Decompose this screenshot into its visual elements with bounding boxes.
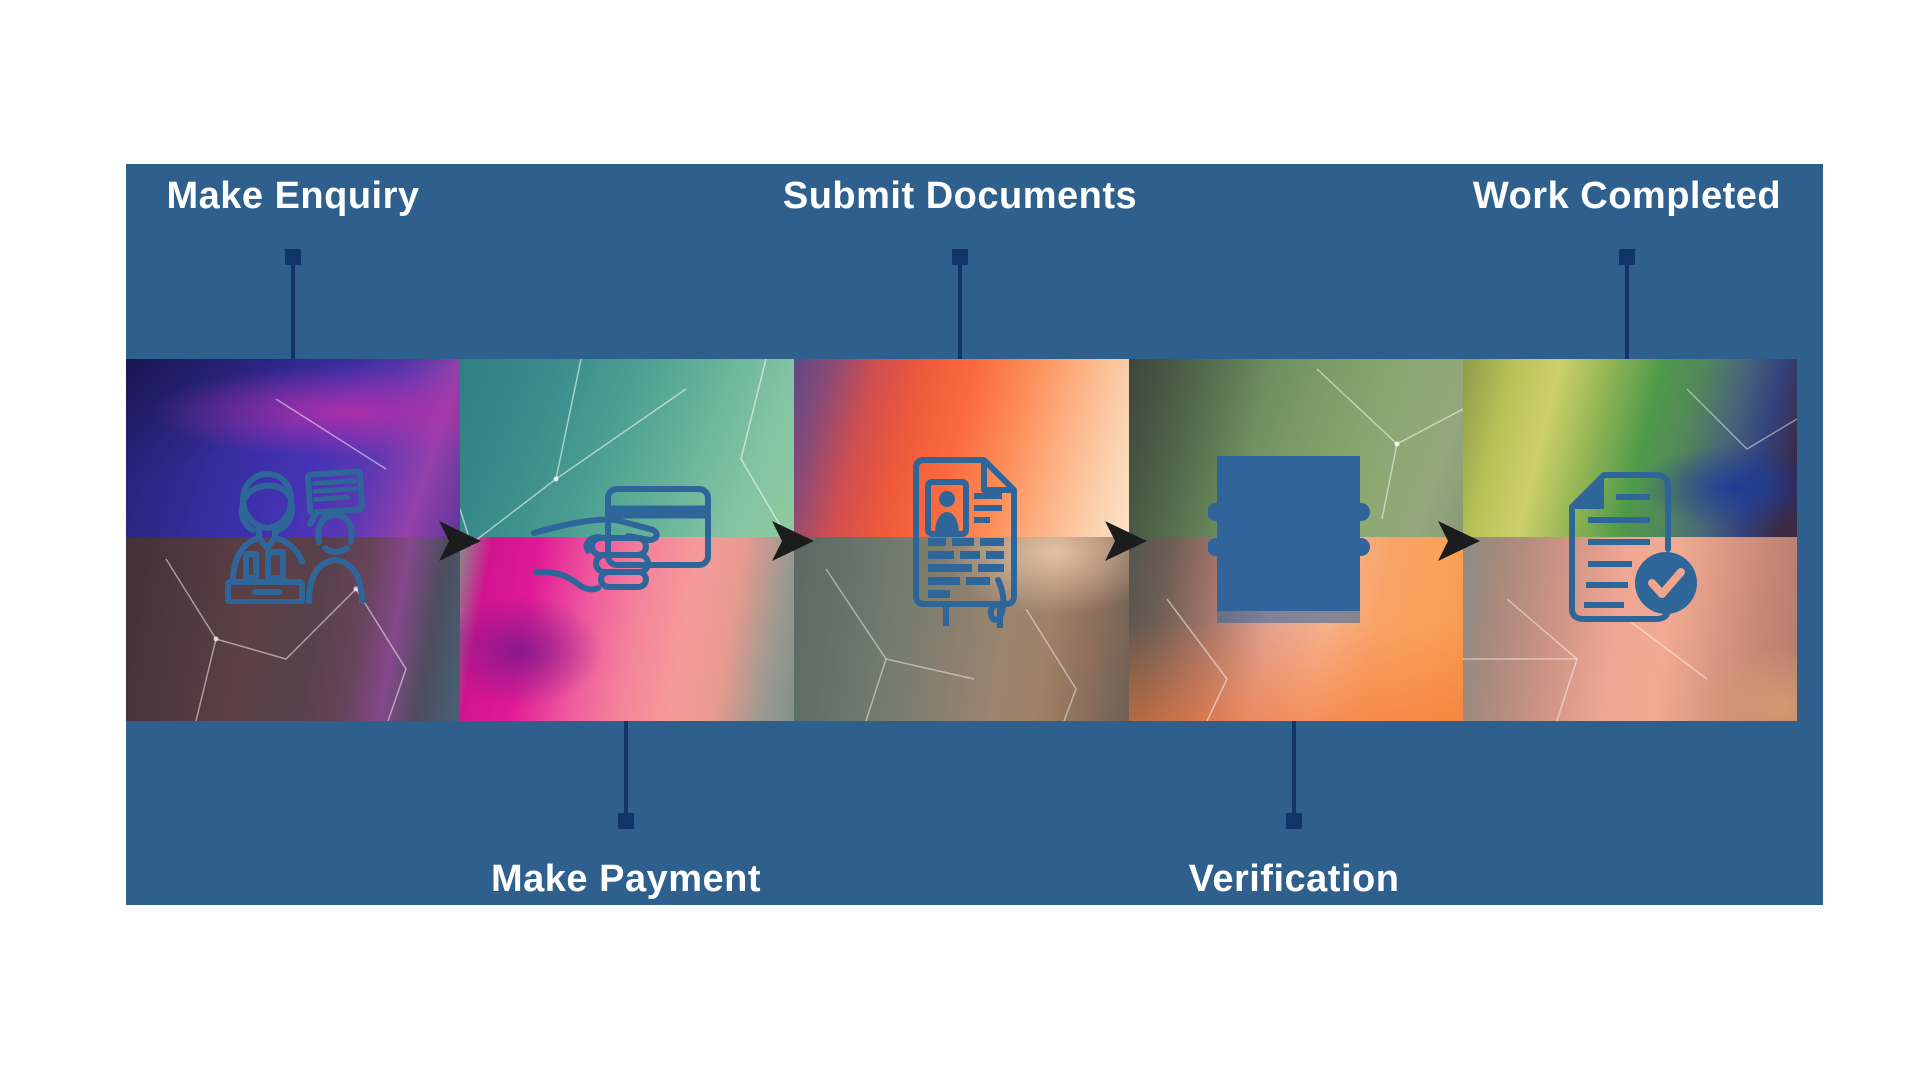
panel-verification xyxy=(1128,359,1463,721)
connector-line-submit-documents xyxy=(958,265,962,359)
connector-square-make-enquiry xyxy=(285,249,301,265)
flow-arrow-3 xyxy=(1105,521,1147,561)
flow-arrow-1 xyxy=(439,521,481,561)
id-document-icon xyxy=(913,457,1018,628)
connector-square-submit-documents xyxy=(952,249,968,265)
connector-square-verification xyxy=(1286,813,1302,829)
step-label-submit-documents: Submit Documents xyxy=(782,175,1138,217)
document-check-icon xyxy=(1568,472,1697,622)
flow-arrow-2 xyxy=(772,521,814,561)
panel-make-payment xyxy=(460,359,795,721)
panel-submit-documents xyxy=(794,359,1129,721)
panel-work-completed xyxy=(1462,359,1797,721)
step-label-work-completed: Work Completed xyxy=(1472,175,1782,217)
connector-line-work-completed xyxy=(1625,265,1629,359)
flow-arrow-4 xyxy=(1438,521,1480,561)
connector-line-make-enquiry xyxy=(291,265,295,359)
photo-work-completed xyxy=(1462,359,1797,537)
connector-square-make-payment xyxy=(618,813,634,829)
connector-square-work-completed xyxy=(1619,249,1635,265)
step-label-make-enquiry: Make Enquiry xyxy=(166,175,420,217)
connector-line-make-payment xyxy=(624,721,628,813)
photo-submit-documents xyxy=(794,359,1129,537)
step-label-make-payment: Make Payment xyxy=(490,858,762,900)
connector-line-verification xyxy=(1292,721,1296,813)
photo-strip xyxy=(126,359,1797,721)
verification-square-icon xyxy=(1207,456,1370,623)
panel-make-enquiry xyxy=(126,359,461,721)
support-agent-icon xyxy=(225,468,366,604)
step-label-verification: Verification xyxy=(1188,858,1400,900)
hand-credit-card-icon xyxy=(531,486,712,593)
